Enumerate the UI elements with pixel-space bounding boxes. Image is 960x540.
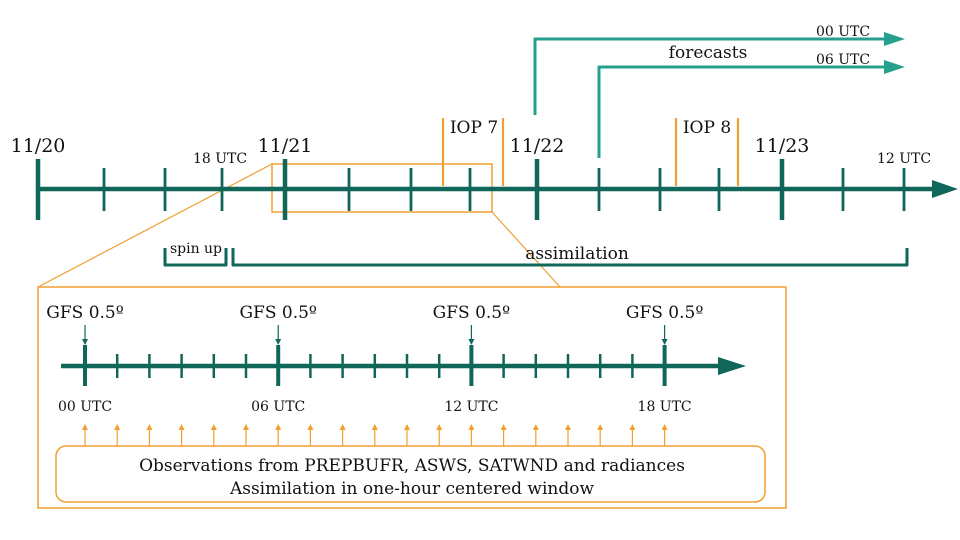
date-label-1123: 11/23 [755,135,810,157]
inset-timeline [61,345,746,386]
observations-line1: Observations from PREPBUFR, ASWS, SATWND… [139,456,685,476]
date-label-1121: 11/21 [258,135,313,157]
gfs-arrowhead [468,339,475,345]
gfs-label: GFS 0.5º [433,303,510,323]
obs-arrowhead [500,424,507,430]
date-label-1120: 11/20 [11,135,66,157]
obs-arrowhead [565,424,571,430]
gfs-label: GFS 0.5º [626,303,703,323]
forecast-run-00utc: 00 UTC [816,24,870,40]
gfs-label: GFS 0.5º [239,303,316,323]
obs-arrowhead [532,424,539,430]
iop8-label: IOP 8 [683,118,731,138]
gfs-label: GFS 0.5º [46,303,123,323]
main-timeline-arrowhead [932,180,958,198]
time-label-12utc: 12 UTC [877,151,931,167]
inset-time-label: 12 UTC [444,399,498,415]
obs-arrowhead [371,424,378,430]
zoom-line-right [491,211,561,288]
spin-up-label: spin up [170,241,222,257]
assimilation-bracket [231,248,909,267]
inset-time-label: 18 UTC [638,399,692,415]
obs-arrowhead [114,424,121,430]
gfs-arrowhead [275,339,282,345]
gfs-labels: GFS 0.5º GFS 0.5º GFS 0.5º GFS 0.5º [46,303,703,345]
obs-arrowhead [436,424,443,430]
forecast-run-06utc: 06 UTC [816,52,870,68]
period-brackets [163,248,909,267]
forecast-arrows [533,32,905,158]
gfs-arrowhead [661,339,668,345]
observation-arrows [82,424,668,446]
assimilation-label: assimilation [525,244,629,264]
time-label-18utc: 18 UTC [193,151,247,167]
forecast-arrow-00utc [533,37,884,115]
inset-time-labels: 00 UTC 06 UTC 12 UTC 18 UTC [58,399,692,415]
obs-arrowhead [339,424,346,430]
observations-line2: Assimilation in one-hour centered window [229,479,595,499]
forecasts-label: forecasts [669,43,748,63]
gfs-arrowhead [82,339,88,345]
forecast-arrow-06utc [597,65,884,158]
inset-time-label: 06 UTC [251,399,305,415]
obs-arrowhead [210,424,217,430]
obs-arrowhead [468,424,475,430]
inset-time-label: 00 UTC [58,399,112,415]
date-label-1122: 11/22 [510,135,565,157]
forecast-arrowhead-00utc [884,32,905,46]
obs-arrowhead [275,424,282,430]
iop-markers [441,118,740,186]
observations-box [55,445,766,503]
main-timeline [35,159,958,220]
obs-arrowhead [597,424,604,430]
iop7-label: IOP 7 [450,118,498,138]
obs-arrowhead [661,424,668,430]
obs-arrowhead [629,424,636,430]
obs-arrowhead [404,424,410,430]
obs-arrowhead [178,424,185,430]
obs-arrowhead [146,424,153,430]
obs-arrowhead [243,424,249,430]
spin-up-bracket [163,248,228,267]
forecast-arrowhead-06utc [884,60,905,74]
inset-frame [37,286,787,509]
obs-arrowhead [82,424,88,430]
zoom-line-left [37,163,273,288]
inset-timeline-arrowhead [718,357,746,375]
obs-arrowhead [307,424,314,430]
